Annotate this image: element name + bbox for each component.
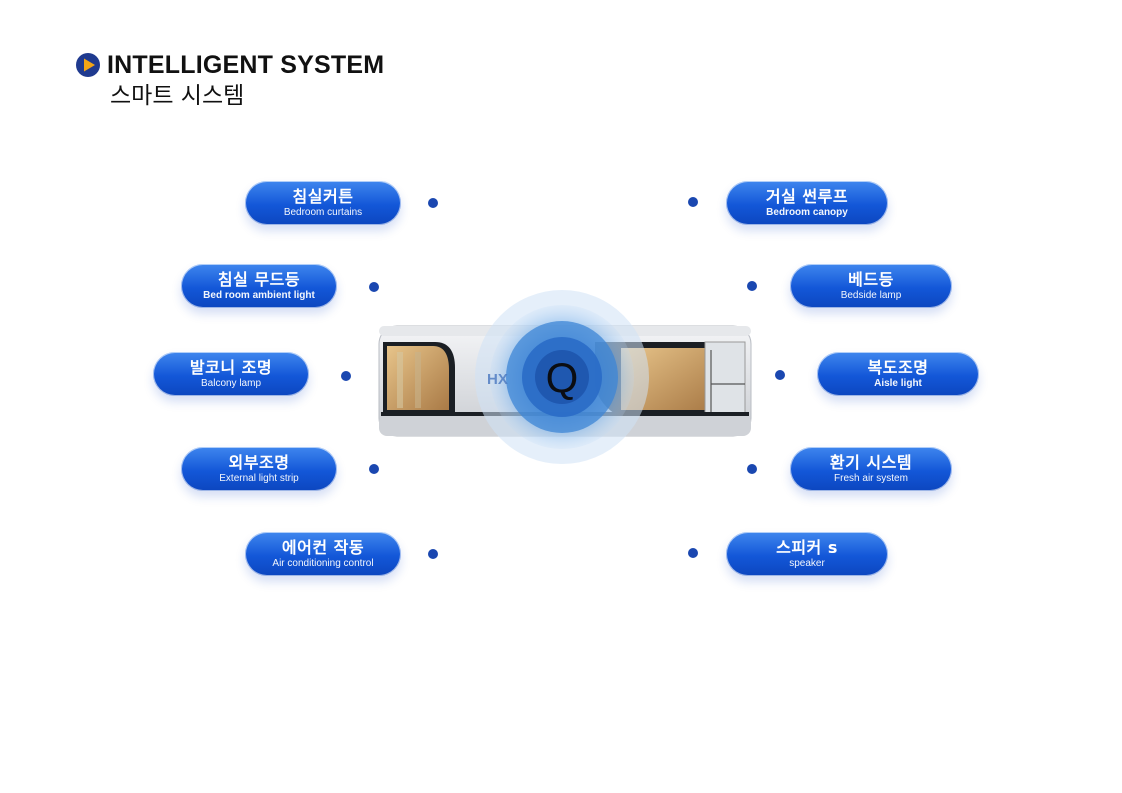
hub-logo-letter: Q (546, 354, 579, 401)
connector-dot (428, 198, 438, 208)
connector-dot (747, 464, 757, 474)
connector-dot (369, 282, 379, 292)
connector-dot (688, 197, 698, 207)
page-subtitle: 스마트 시스템 (110, 83, 245, 109)
feature-bedroom-curtains[interactable]: 침실커튼 Bedroom curtains (245, 181, 401, 225)
play-circle-icon (76, 53, 100, 77)
connector-dot (688, 548, 698, 558)
feature-air-conditioning-control[interactable]: 에어컨 작동 Air conditioning control (245, 532, 401, 576)
feature-label-ko: 외부조명 (228, 453, 290, 472)
brand-mark: HX (487, 371, 508, 388)
feature-label-en: Balcony lamp (200, 378, 262, 389)
feature-label-ko: 발코니 조명 (189, 358, 273, 377)
feature-label-en: Bedroom canopy (766, 207, 848, 218)
connector-dot (369, 464, 379, 474)
feature-bedroom-ambient-light[interactable]: 침실 무드등 Bed room ambient light (181, 264, 337, 308)
connector-dot (341, 371, 351, 381)
feature-label-ko: 침실커튼 (292, 187, 354, 206)
feature-label-en: Bedroom curtains (283, 207, 363, 218)
feature-external-light-strip[interactable]: 외부조명 External light strip (181, 447, 337, 491)
feature-label-ko: 환기 시스템 (829, 453, 913, 472)
connector-dot (775, 370, 785, 380)
feature-label-ko: 스피커 s (776, 538, 838, 557)
feature-label-ko: 거실 썬루프 (765, 187, 849, 206)
connector-dot (428, 549, 438, 559)
feature-label-en: speaker (789, 558, 825, 569)
feature-bedside-lamp[interactable]: 베드등 Bedside lamp (790, 264, 952, 308)
feature-label-en: Air conditioning control (272, 558, 374, 569)
feature-label-ko: 침실 무드등 (217, 270, 301, 289)
feature-label-en: External light strip (219, 473, 299, 484)
feature-label-en: Bed room ambient light (203, 290, 315, 301)
page-title: INTELLIGENT SYSTEM (107, 51, 385, 79)
feature-aisle-light[interactable]: 복도조명 Aisle light (817, 352, 979, 396)
feature-speaker[interactable]: 스피커 s speaker (726, 532, 888, 576)
feature-label-ko: 베드등 (848, 270, 894, 289)
feature-label-ko: 복도조명 (867, 358, 929, 377)
feature-fresh-air-system[interactable]: 환기 시스템 Fresh air system (790, 447, 952, 491)
feature-label-en: Aisle light (874, 378, 922, 389)
feature-label-ko: 에어컨 작동 (281, 538, 365, 557)
capsule-house-illustration: HX Q (378, 290, 752, 464)
feature-balcony-lamp[interactable]: 발코니 조명 Balcony lamp (153, 352, 309, 396)
feature-label-en: Bedside lamp (840, 290, 902, 301)
connector-dot (747, 281, 757, 291)
feature-label-en: Fresh air system (834, 473, 908, 484)
feature-living-room-sunroof[interactable]: 거실 썬루프 Bedroom canopy (726, 181, 888, 225)
